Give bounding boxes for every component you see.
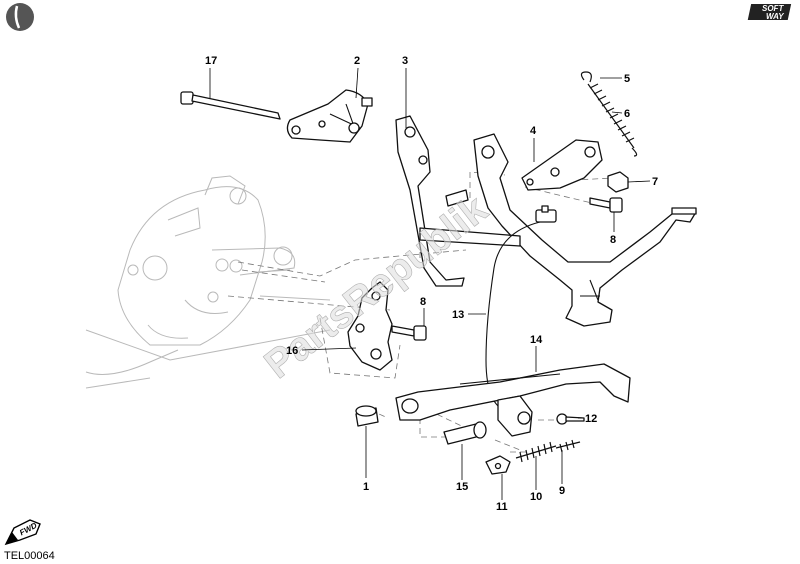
tension-spring-lower xyxy=(515,441,557,463)
callout-9: 9 xyxy=(559,485,565,497)
brand-emblem-icon xyxy=(6,3,34,31)
callout-4: 4 xyxy=(530,125,537,137)
callout-11: 11 xyxy=(496,501,508,513)
stand-leg-left xyxy=(395,115,465,287)
softway-badge-line2: WAY xyxy=(766,12,784,21)
callout-10: 10 xyxy=(530,491,542,503)
forward-arrow-icon: FWD xyxy=(4,519,41,546)
nut xyxy=(607,171,629,193)
pivot-pin xyxy=(443,421,487,445)
callout-3: 3 xyxy=(402,55,408,67)
bolt-short-lower xyxy=(391,325,427,341)
sidestand-mount-bracket xyxy=(347,281,393,371)
tension-spring-upper xyxy=(580,71,638,157)
document-code: TEL00064 xyxy=(4,550,55,562)
center-stand-frame xyxy=(419,133,697,327)
sidestand-switch xyxy=(497,395,533,437)
callout-13: 13 xyxy=(452,309,464,321)
upper-bracket xyxy=(286,89,373,143)
callout-16: 16 xyxy=(286,345,298,357)
callout-5: 5 xyxy=(624,73,630,85)
callout-8-lower: 8 xyxy=(420,296,426,308)
softway-badge: SOFT WAY xyxy=(747,4,792,21)
sidestand-switch-connector xyxy=(535,205,557,223)
callout-14: 14 xyxy=(530,334,543,346)
callout-17: 17 xyxy=(205,55,217,67)
callout-labels: 17 2 3 5 6 4 7 8 8 13 16 14 12 1 15 11 1… xyxy=(205,55,658,513)
callout-2: 2 xyxy=(354,55,360,67)
spacer-bush xyxy=(355,405,379,427)
softway-badge-line1: SOFT xyxy=(762,4,784,13)
callout-8-upper: 8 xyxy=(610,234,616,246)
bolt-short-upper xyxy=(589,197,623,213)
callout-1: 1 xyxy=(363,481,369,493)
stand-bracket-plate xyxy=(521,139,603,191)
retaining-clip xyxy=(485,455,511,475)
callout-7: 7 xyxy=(652,176,658,188)
callout-12: 12 xyxy=(585,413,597,425)
bolt-long xyxy=(180,91,281,120)
spring-peg xyxy=(555,439,581,453)
side-stand xyxy=(395,363,631,421)
callout-leaders xyxy=(209,67,651,500)
callout-6: 6 xyxy=(624,108,630,120)
screw xyxy=(556,413,585,425)
engine-ghost-outline xyxy=(85,175,331,389)
callout-15: 15 xyxy=(456,481,468,493)
